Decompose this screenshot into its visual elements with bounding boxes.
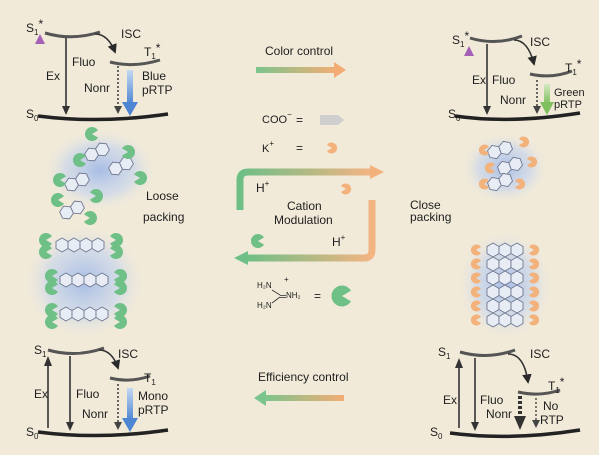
jablonski-bottom-left: S1 T1 S0 ISC Ex Fluo Nonr Mono pRTP — [26, 343, 168, 441]
h-plus-bottom: H+ — [332, 233, 346, 249]
guanidinium-plus: + — [284, 275, 289, 284]
legend-equals: = — [296, 113, 303, 127]
isc-arrow — [507, 353, 532, 384]
t1-label: T1* — [548, 375, 565, 395]
cation-modulation-cycle: H+ Cation Modulation H+ — [234, 165, 384, 265]
green-prtp-arrow — [544, 84, 550, 104]
legend-coo-label: COO− — [262, 110, 292, 126]
ex-label: Ex — [443, 393, 457, 407]
blue-prtp-arrow — [127, 70, 133, 104]
isc-arrow — [94, 33, 117, 54]
emission-label-2: RTP — [540, 413, 564, 427]
fluo-label: Fluo — [480, 393, 504, 407]
legend-k-label: K+ — [262, 139, 274, 155]
potassium-icon — [327, 142, 338, 154]
fluo-label: Fluo — [76, 387, 100, 401]
emission-label-2: pRTP — [554, 99, 582, 111]
s1-label: S1* — [26, 17, 43, 37]
h-plus-top: H+ — [256, 179, 270, 195]
s0-label: S0 — [448, 107, 461, 123]
s1-level — [44, 30, 101, 39]
isc-label: ISC — [118, 347, 138, 361]
loose-label-1: Loose — [146, 189, 179, 203]
close-packing-top-crystal — [461, 132, 549, 204]
jablonski-bottom-right: S1 T1* S0 ISC Ex Fluo Nonr No RTP — [430, 345, 581, 441]
s1-level — [469, 34, 523, 43]
efficiency-control-label: Efficiency control — [258, 370, 349, 384]
fluo-label: Fluo — [492, 73, 516, 87]
ex-label: Ex — [472, 73, 486, 87]
isc-arrow — [98, 349, 121, 370]
close-label-1: Close — [410, 198, 441, 212]
t1-level — [109, 58, 161, 67]
ex-label: Ex — [34, 387, 48, 401]
modulation-label-2: Modulation — [274, 213, 333, 227]
loose-label-2: packing — [143, 210, 184, 224]
s0-label: S0 — [26, 425, 39, 441]
h2n-top-label: H₂N — [257, 281, 272, 290]
guanidinium-icon — [250, 234, 264, 248]
s0-level — [37, 428, 169, 438]
t1-level — [529, 69, 573, 78]
nonr-label: Nonr — [486, 407, 512, 421]
guanidinium-legend: H₂N + NH₂ H₂N = — [257, 275, 351, 310]
guanidinium-icon — [331, 285, 351, 307]
isc-label: ISC — [530, 35, 550, 49]
ex-label: Ex — [46, 69, 60, 83]
loose-packing-top-crystal — [42, 127, 158, 225]
nh2-label: NH₂ — [286, 291, 301, 300]
t1-level — [109, 374, 151, 382]
s1-level — [459, 348, 516, 357]
s0-label: S0 — [26, 107, 39, 123]
modulation-label-1: Cation — [287, 199, 322, 213]
efficiency-control-arrow: Efficiency control — [254, 370, 349, 406]
cycle-bottom-arrow — [246, 200, 376, 262]
s1-label: S1 — [34, 343, 47, 359]
nonr-label: Nonr — [82, 407, 108, 421]
carboxylate-icon — [320, 115, 344, 125]
emission-label-2: pRTP — [138, 403, 168, 417]
s0-label: S0 — [430, 425, 443, 441]
loose-packing-bottom-crystal — [22, 224, 146, 340]
emission-label-2: pRTP — [142, 83, 172, 97]
s0-level — [37, 112, 169, 122]
s0-level — [449, 428, 581, 439]
isc-arrow — [513, 39, 537, 66]
s0-level — [454, 111, 581, 122]
cycle-top-arrow — [236, 168, 372, 210]
s1-level — [47, 346, 105, 355]
legend-equals-2: = — [296, 141, 303, 155]
nonr-label: Nonr — [84, 81, 110, 95]
emission-label-1: Blue — [142, 69, 166, 83]
nonr-label: Nonr — [500, 93, 526, 107]
jablonski-top-left: S1* T1* S0 ISC Ex Fluo Nonr Blue pRTP — [26, 17, 172, 123]
emission-label-1: No — [543, 399, 559, 413]
fluo-label: Fluo — [72, 55, 96, 69]
close-packing-bottom-crystal — [457, 229, 553, 341]
s1-label: S1* — [452, 29, 469, 49]
close-label-2: packing — [410, 210, 451, 224]
emission-label-1: Green — [554, 87, 585, 99]
emission-label-1: Mono — [138, 389, 168, 403]
t1-level — [517, 388, 561, 396]
t1-label: T1* — [144, 41, 161, 61]
legend-equals-3: = — [314, 289, 321, 303]
t1-label: T1 — [144, 371, 156, 387]
t1-label: T1* — [565, 57, 582, 77]
color-control-arrow: Color control — [256, 44, 346, 78]
isc-label: ISC — [121, 27, 141, 41]
color-control-label: Color control — [265, 44, 333, 58]
potassium-icon — [341, 183, 352, 195]
mono-prtp-arrow — [127, 388, 133, 420]
legend: COO− = K+ = — [262, 110, 344, 155]
h2n-bottom-label: H₂N — [257, 301, 272, 310]
jablonski-top-right: S1* T1* S0 ISC Ex Fluo Nonr Green pRTP — [448, 29, 585, 123]
s1-label: S1 — [438, 345, 451, 361]
isc-label: ISC — [530, 347, 550, 361]
